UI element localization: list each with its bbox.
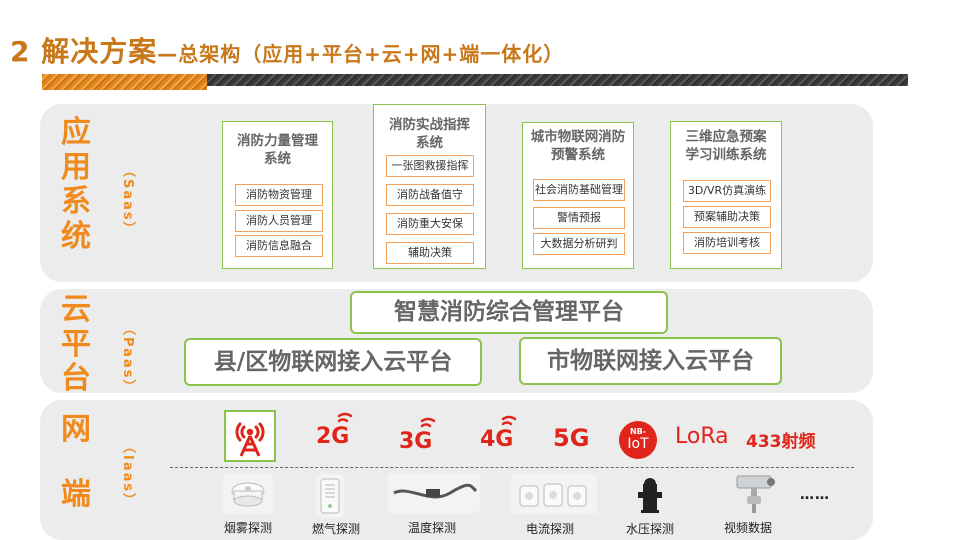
device-label: 电流探测	[526, 522, 575, 536]
app-system-box[interactable]: 三维应急预案学习训练系统 3D/VR仿真演练 预案辅助决策 消防培训考核	[670, 121, 782, 269]
5g-label: 5G	[553, 424, 590, 452]
current-sensor-icon	[511, 474, 597, 514]
app-layer-title: 应 用 系 统	[58, 115, 94, 254]
camera-icon	[731, 472, 781, 514]
app-system-item[interactable]: 消防信息融合	[235, 235, 323, 257]
city-platform-box[interactable]: 市物联网接入云平台	[519, 337, 782, 385]
app-system-item[interactable]: 社会消防基础管理	[533, 179, 625, 201]
lora-label: LoRa	[675, 424, 729, 449]
network-layer-title-1: 网	[61, 412, 91, 447]
app-system-item[interactable]: 消防重大安保	[386, 213, 474, 235]
app-layer-title-char: 统	[61, 218, 91, 254]
app-system-item[interactable]: 消防人员管理	[235, 210, 323, 232]
cloud-layer-title-char: 台	[61, 361, 91, 396]
wifi-arc-icon	[501, 415, 517, 426]
wifi-arc-icon	[420, 417, 436, 428]
network-layer-subtitle: （Iaas）	[120, 440, 135, 509]
3g-label: 3G	[399, 429, 433, 454]
app-system-box[interactable]: 消防实战指挥系统 一张图救援指挥 消防战备值守 消防重大安保 辅助决策	[373, 104, 486, 269]
device-label: 温度探测	[408, 521, 457, 535]
2g-signal: 2G	[316, 410, 356, 454]
app-layer-title-char: 系	[61, 184, 91, 219]
rf-433-label: 433射频	[746, 432, 816, 452]
app-layer-title-char: 用	[61, 149, 91, 185]
app-system-title: 消防力量管理系统	[237, 133, 318, 168]
decorative-band	[42, 74, 908, 86]
network-layer-panel	[40, 400, 873, 540]
app-system-title: 三维应急预案学习训练系统	[685, 129, 767, 164]
device-label: 烟雾探测	[224, 521, 273, 535]
cloud-layer-title-char: 云	[61, 292, 91, 327]
device-label: 水压探测	[626, 522, 675, 536]
app-system-item[interactable]: 消防物资管理	[235, 184, 323, 206]
nb-iot-top: NB-	[629, 427, 647, 436]
page-title: 2 解决方案—总架构（应用+平台+云+网+端一体化）	[10, 30, 564, 70]
4g-signal: 4G	[480, 413, 520, 457]
app-system-title: 城市物联网消防预警系统	[530, 129, 626, 164]
signal-tower-icon	[224, 410, 276, 462]
app-system-item[interactable]: 警情预报	[533, 207, 625, 229]
device-label: 燃气探测	[312, 522, 361, 536]
app-system-item[interactable]: 一张图救援指挥	[386, 155, 474, 177]
integrated-platform-box[interactable]: 智慧消防综合管理平台	[350, 291, 668, 334]
app-system-title: 消防实战指挥系统	[389, 117, 470, 152]
nb-iot-bottom: IoT	[627, 436, 649, 452]
app-system-item[interactable]: 消防战备值守	[386, 184, 474, 206]
title-sub: —总架构（应用+平台+云+网+端一体化）	[157, 42, 565, 66]
3g-signal: 3G	[399, 415, 439, 459]
county-platform-box[interactable]: 县/区物联网接入云平台	[184, 338, 482, 386]
app-system-item[interactable]: 辅助决策	[386, 242, 474, 264]
cloud-layer-title-char: 平	[61, 326, 91, 362]
title-main: 2 解决方案	[10, 35, 158, 68]
cloud-layer-title: 云 平 台	[58, 292, 94, 397]
app-system-box[interactable]: 城市物联网消防预警系统 社会消防基础管理 警情预报 大数据分析研判	[522, 122, 634, 269]
app-system-box[interactable]: 消防力量管理系统 消防物资管理 消防人员管理 消防信息融合	[222, 121, 333, 269]
nb-iot-badge: NB- IoT	[619, 421, 657, 459]
gas-detector-icon	[316, 474, 344, 518]
app-system-item[interactable]: 预案辅助决策	[683, 206, 771, 228]
hydrant-icon	[635, 474, 665, 514]
4g-label: 4G	[480, 427, 514, 452]
divider-dashed	[170, 467, 854, 468]
decorative-band-accent	[42, 74, 207, 90]
cloud-layer-subtitle: （Paas）	[120, 322, 135, 395]
wifi-arc-icon	[337, 412, 353, 423]
device-label: 视频数据	[724, 521, 773, 535]
app-layer-subtitle: （Saas）	[120, 164, 135, 237]
app-system-item[interactable]: 3D/VR仿真演练	[683, 180, 771, 202]
more-ellipsis: ……	[800, 487, 830, 503]
app-system-item[interactable]: 消防培训考核	[683, 232, 771, 254]
app-system-item[interactable]: 大数据分析研判	[533, 233, 625, 255]
app-layer-title-char: 应	[61, 115, 91, 150]
2g-label: 2G	[316, 424, 350, 449]
temperature-sensor-icon	[388, 473, 480, 513]
network-layer-title-2: 端	[61, 477, 91, 512]
smoke-detector-icon	[223, 474, 273, 514]
